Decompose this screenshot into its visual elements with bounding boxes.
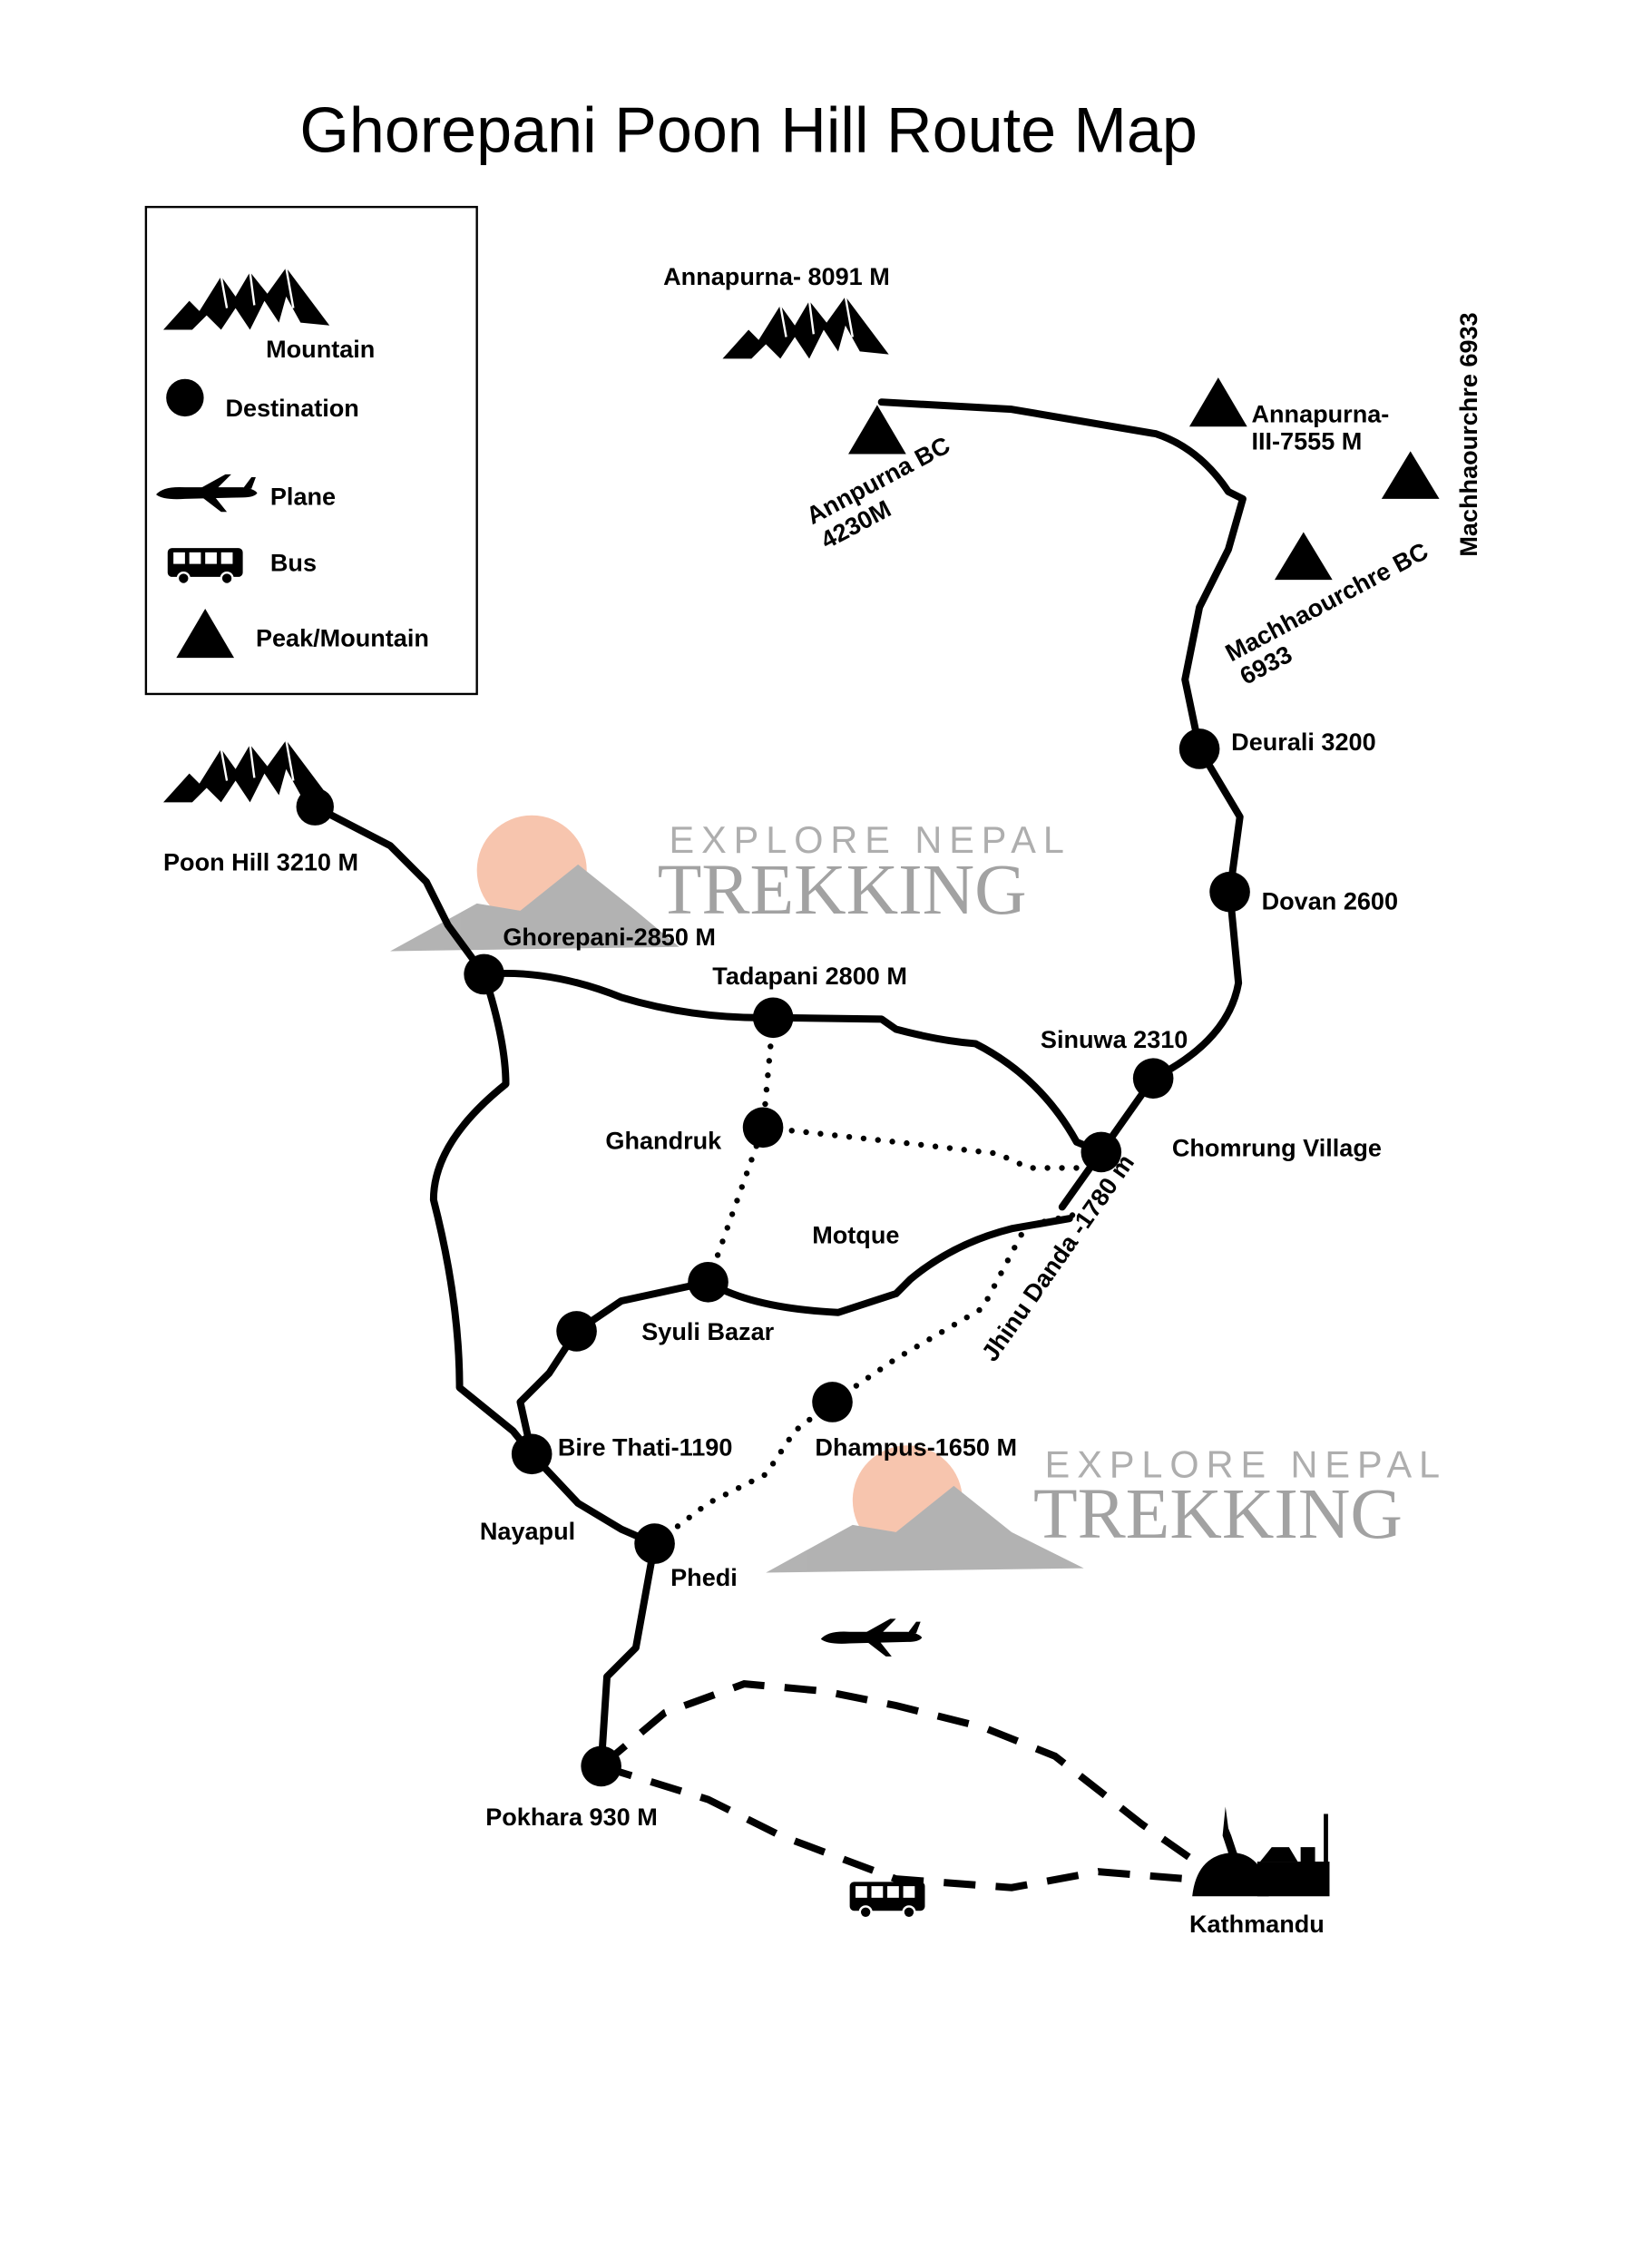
kathmandu-stupa-icon [1192, 1806, 1330, 1897]
map-title: Ghorepani Poon Hill Route Map [299, 95, 1197, 166]
label-sinuwa: Sinuwa 2310 [1041, 1025, 1188, 1053]
destination-dot-tadapani[interactable] [752, 997, 794, 1039]
peak-icon [1188, 377, 1247, 427]
mountain-icon [721, 295, 890, 360]
label-nayapul: Nayapul [480, 1517, 575, 1545]
destination-dot-bire-thati[interactable] [511, 1433, 552, 1475]
label-tadapani: Tadapani 2800 M [712, 962, 907, 990]
peak-icon [1274, 532, 1333, 581]
label-phedi: Phedi [670, 1563, 738, 1591]
legend-plane: Plane [270, 482, 336, 510]
destination-dot-dovan[interactable] [1209, 871, 1250, 913]
watermark-line1: EXPLORE NEPAL [1045, 1443, 1447, 1485]
destination-dot[interactable] [556, 1311, 597, 1352]
destination-dot-syuli-bazar[interactable] [688, 1261, 728, 1303]
plane-icon [156, 474, 258, 513]
legend-destination: Destination [225, 394, 358, 422]
watermark-line2: TREKKING [658, 850, 1027, 930]
label-deurali: Deurali 3200 [1231, 728, 1375, 756]
mountain-icon [161, 738, 331, 804]
mountain-icon [161, 266, 331, 331]
destination-dot-sinuwa[interactable] [1132, 1058, 1174, 1099]
label-kathmandu: Kathmandu [1189, 1910, 1325, 1938]
destination-dot-ghorepani[interactable] [464, 953, 504, 995]
label-jhinu-danda: Jhinu Danda -1780 m [975, 1149, 1139, 1366]
label-pokhara: Pokhara 930 M [485, 1803, 658, 1831]
peak-icon [176, 608, 235, 659]
destination-dot-pokhara[interactable] [581, 1745, 621, 1787]
bus-icon [166, 546, 244, 586]
label-dovan: Dovan 2600 [1262, 886, 1398, 914]
bus-icon [848, 1881, 926, 1920]
destination-dot-deurali[interactable] [1178, 728, 1220, 769]
watermark-line1: EXPLORE NEPAL [670, 819, 1071, 861]
watermark-top: EXPLORE NEPAL TREKKING [390, 815, 1071, 952]
label-annapurna-iii-line2: III-7555 M [1251, 427, 1362, 455]
watermark-line2: TREKKING [1033, 1474, 1403, 1554]
label-bire-thati: Bire Thati-1190 [558, 1432, 733, 1461]
label-chomrung: Chomrung Village [1172, 1134, 1382, 1162]
peak-icon [848, 405, 906, 455]
label-ghandruk: Ghandruk [605, 1127, 722, 1155]
label-motque: Motque [812, 1220, 899, 1248]
legend-mountain: Mountain [266, 335, 375, 363]
label-machhapuchhre: Machhaourchre 6933 [1454, 312, 1482, 556]
peak-icon [1381, 451, 1440, 499]
destination-dot-ghandruk[interactable] [742, 1107, 784, 1149]
label-dhampus: Dhampus-1650 M [815, 1432, 1017, 1461]
legend-peak: Peak/Mountain [256, 623, 429, 651]
legend-bus: Bus [270, 549, 317, 577]
label-machha-bc-line1: Machhaourchre BC [1220, 536, 1433, 667]
destination-dot-phedi[interactable] [634, 1523, 675, 1564]
destination-dot-dhampus[interactable] [812, 1382, 853, 1422]
label-annapurna-iii-line1: Annapurna- [1251, 399, 1389, 427]
watermark-bottom: EXPLORE NEPAL TREKKING [766, 1443, 1447, 1573]
label-ghorepani: Ghorepani-2850 M [503, 923, 716, 951]
plane-icon [820, 1618, 923, 1657]
legend: Mountain Destination Plane Bus Peak/Moun… [144, 205, 478, 696]
label-annapurna: Annapurna- 8091 M [663, 262, 890, 290]
destination-dot-chomrung[interactable] [1081, 1131, 1122, 1173]
label-syuli-bazar: Syuli Bazar [641, 1317, 774, 1345]
label-poon-hill: Poon Hill 3210 M [163, 847, 358, 875]
destination-icon [166, 378, 204, 417]
